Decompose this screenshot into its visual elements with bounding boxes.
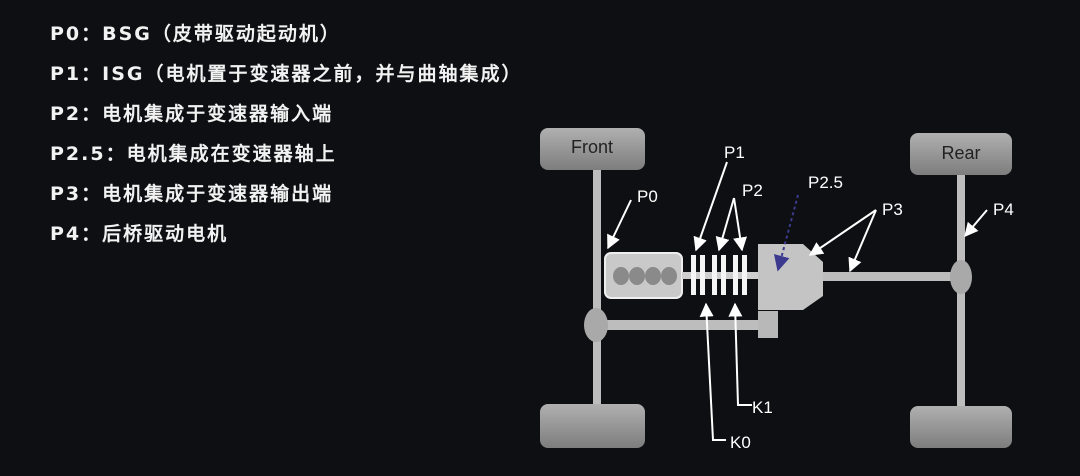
label-k0: K0 bbox=[730, 433, 751, 452]
legend-p3: P3：电机集成于变速器输出端 bbox=[50, 183, 334, 205]
transfer-box bbox=[758, 311, 778, 338]
legend-p0: P0：BSG（皮带驱动起动机） bbox=[50, 23, 341, 45]
legend: P0：BSG（皮带驱动起动机） P1：ISG（电机置于变速器之前，并与曲轴集成）… bbox=[50, 22, 523, 262]
p3-pointer-gearbox bbox=[808, 209, 877, 256]
label-p0: P0 bbox=[637, 187, 658, 206]
clutch-k0 bbox=[691, 255, 705, 295]
p1-pointer bbox=[693, 161, 728, 252]
clutch-k1 bbox=[733, 255, 747, 295]
p2-motor bbox=[712, 255, 726, 295]
rear-label: Rear bbox=[941, 143, 980, 163]
legend-p25: P2.5：电机集成在变速器轴上 bbox=[50, 143, 337, 165]
legend-p2: P2：电机集成于变速器输入端 bbox=[50, 103, 334, 125]
legend-p4: P4：后桥驱动电机 bbox=[50, 223, 229, 245]
p3-pointer-shaft bbox=[848, 209, 877, 273]
front-left-tire bbox=[540, 128, 645, 170]
front-drive-shaft bbox=[600, 320, 760, 330]
k0-pointer bbox=[699, 302, 726, 441]
label-p25: P2.5 bbox=[808, 173, 843, 192]
p4-pointer bbox=[964, 209, 988, 238]
front-axle bbox=[593, 168, 601, 408]
p2-pointer-right bbox=[733, 197, 748, 252]
label-p3: P3 bbox=[882, 200, 903, 219]
label-p4: P4 bbox=[993, 200, 1014, 219]
front-right-tire bbox=[540, 404, 645, 448]
label-p1: P1 bbox=[724, 143, 745, 162]
label-k1: K1 bbox=[752, 398, 773, 417]
legend-p1: P1：ISG（电机置于变速器之前，并与曲轴集成） bbox=[50, 63, 523, 85]
engine-cylinders bbox=[613, 267, 677, 285]
front-differential bbox=[584, 308, 608, 342]
p0-pointer bbox=[607, 199, 632, 250]
rear-differential bbox=[950, 260, 972, 294]
rear-left-tire bbox=[910, 133, 1012, 175]
p2-pointer-left bbox=[715, 197, 735, 252]
k1-pointer bbox=[728, 302, 752, 406]
front-label: Front bbox=[571, 137, 613, 157]
label-p2: P2 bbox=[742, 181, 763, 200]
rear-right-tire bbox=[910, 406, 1012, 448]
propeller-shaft bbox=[823, 272, 957, 281]
p25-pointer bbox=[773, 194, 799, 272]
